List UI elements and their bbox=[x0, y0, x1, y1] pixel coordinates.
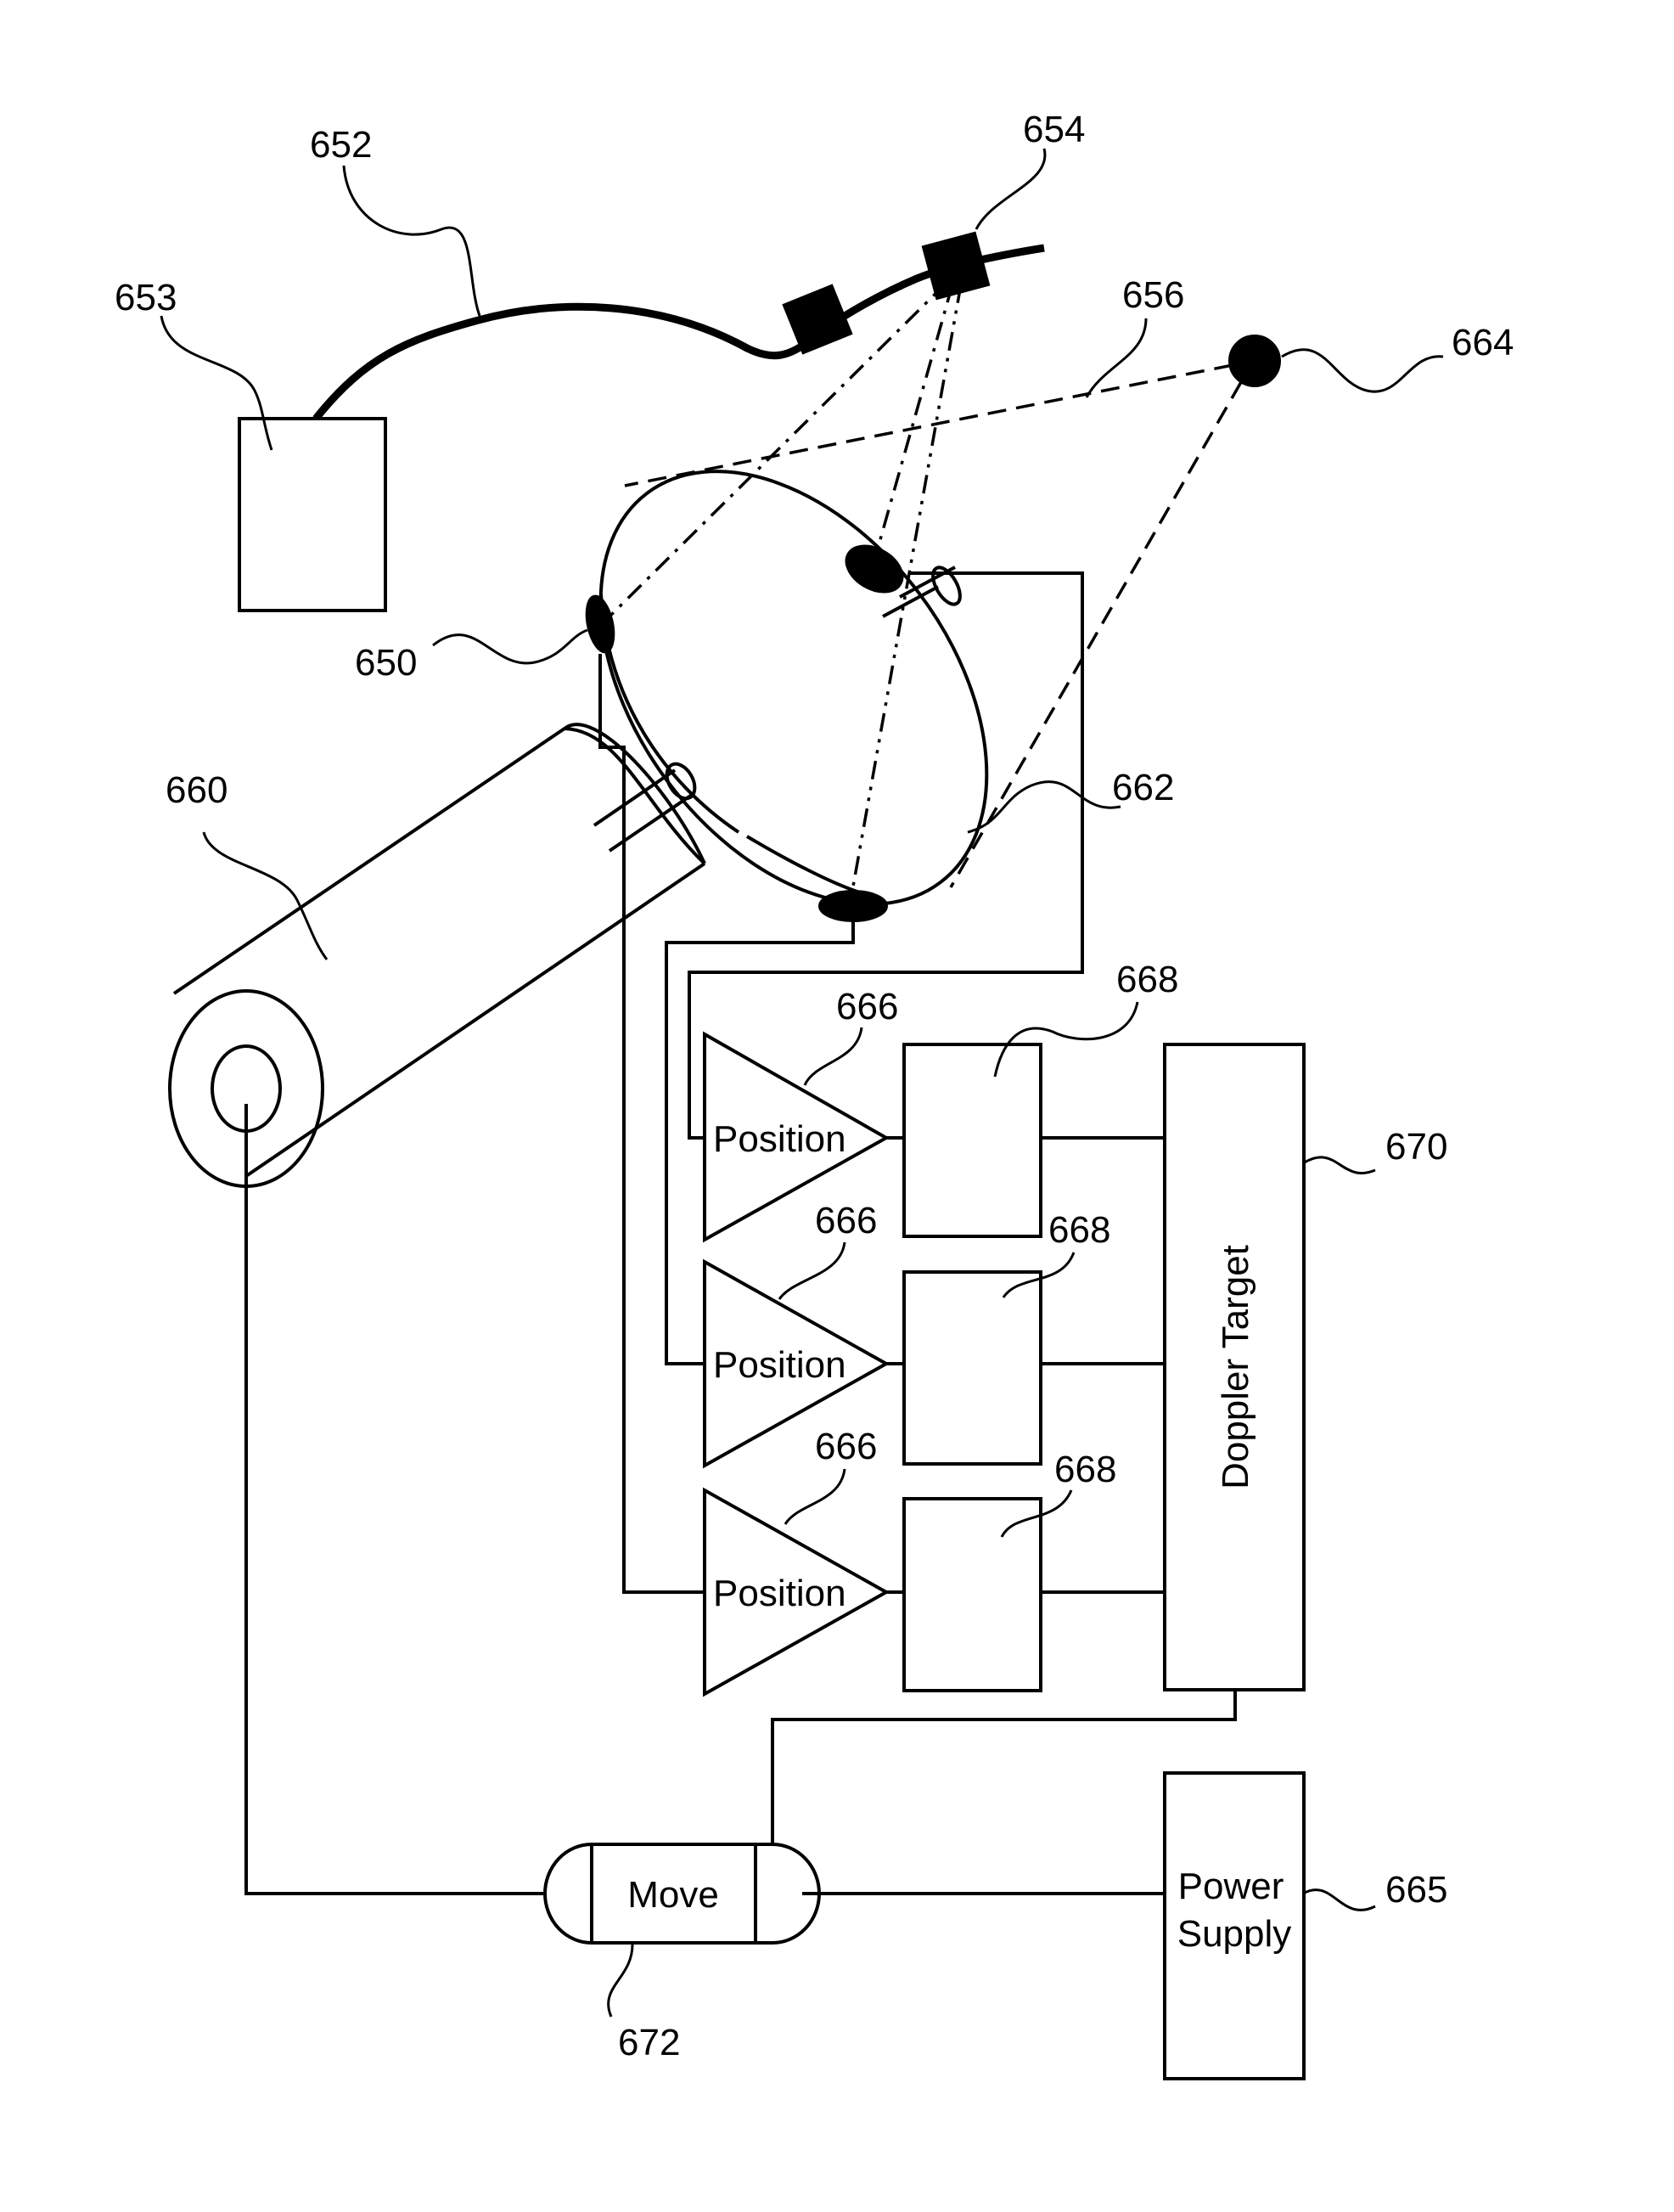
ref-672: 672 bbox=[618, 2022, 680, 2063]
position-label-1: Position bbox=[713, 1118, 846, 1160]
position-label-2: Position bbox=[713, 1344, 846, 1386]
dish-662 bbox=[522, 398, 1066, 977]
ref-666-1: 666 bbox=[836, 986, 898, 1027]
power-supply-label-1: Power bbox=[1178, 1866, 1284, 1907]
power-supply-label-2: Supply bbox=[1177, 1913, 1292, 1955]
ref-660: 660 bbox=[166, 769, 228, 811]
position-label-3: Position bbox=[713, 1573, 846, 1614]
ref-652: 652 bbox=[310, 124, 372, 166]
move-label: Move bbox=[627, 1874, 719, 1916]
box-653 bbox=[239, 419, 385, 611]
sensor-650 bbox=[581, 594, 618, 656]
doppler-target-label: Doppler Target bbox=[1215, 1245, 1256, 1489]
ref-666-3: 666 bbox=[815, 1426, 877, 1467]
ref-668-1: 668 bbox=[1116, 959, 1178, 1000]
sensor-bottom bbox=[819, 891, 887, 921]
ref-668-2: 668 bbox=[1048, 1209, 1110, 1251]
ref-668-3: 668 bbox=[1054, 1449, 1116, 1490]
box-668-2 bbox=[904, 1272, 1041, 1464]
box-668-3 bbox=[904, 1499, 1041, 1691]
sensor-654 bbox=[923, 233, 989, 299]
move-block: Move bbox=[545, 1844, 819, 1943]
ref-656: 656 bbox=[1122, 274, 1184, 316]
connector-block bbox=[784, 285, 852, 354]
target-664 bbox=[1229, 335, 1280, 386]
ref-650: 650 bbox=[355, 642, 417, 684]
amplifier-position-3: Position bbox=[705, 1490, 886, 1694]
ref-665: 665 bbox=[1385, 1869, 1447, 1911]
ref-666-2: 666 bbox=[815, 1200, 877, 1241]
ref-670: 670 bbox=[1385, 1126, 1447, 1168]
box-668-1 bbox=[904, 1044, 1041, 1236]
ref-654: 654 bbox=[1023, 109, 1085, 150]
ref-664: 664 bbox=[1452, 322, 1514, 363]
ref-653: 653 bbox=[115, 277, 177, 318]
ref-662: 662 bbox=[1112, 767, 1174, 808]
